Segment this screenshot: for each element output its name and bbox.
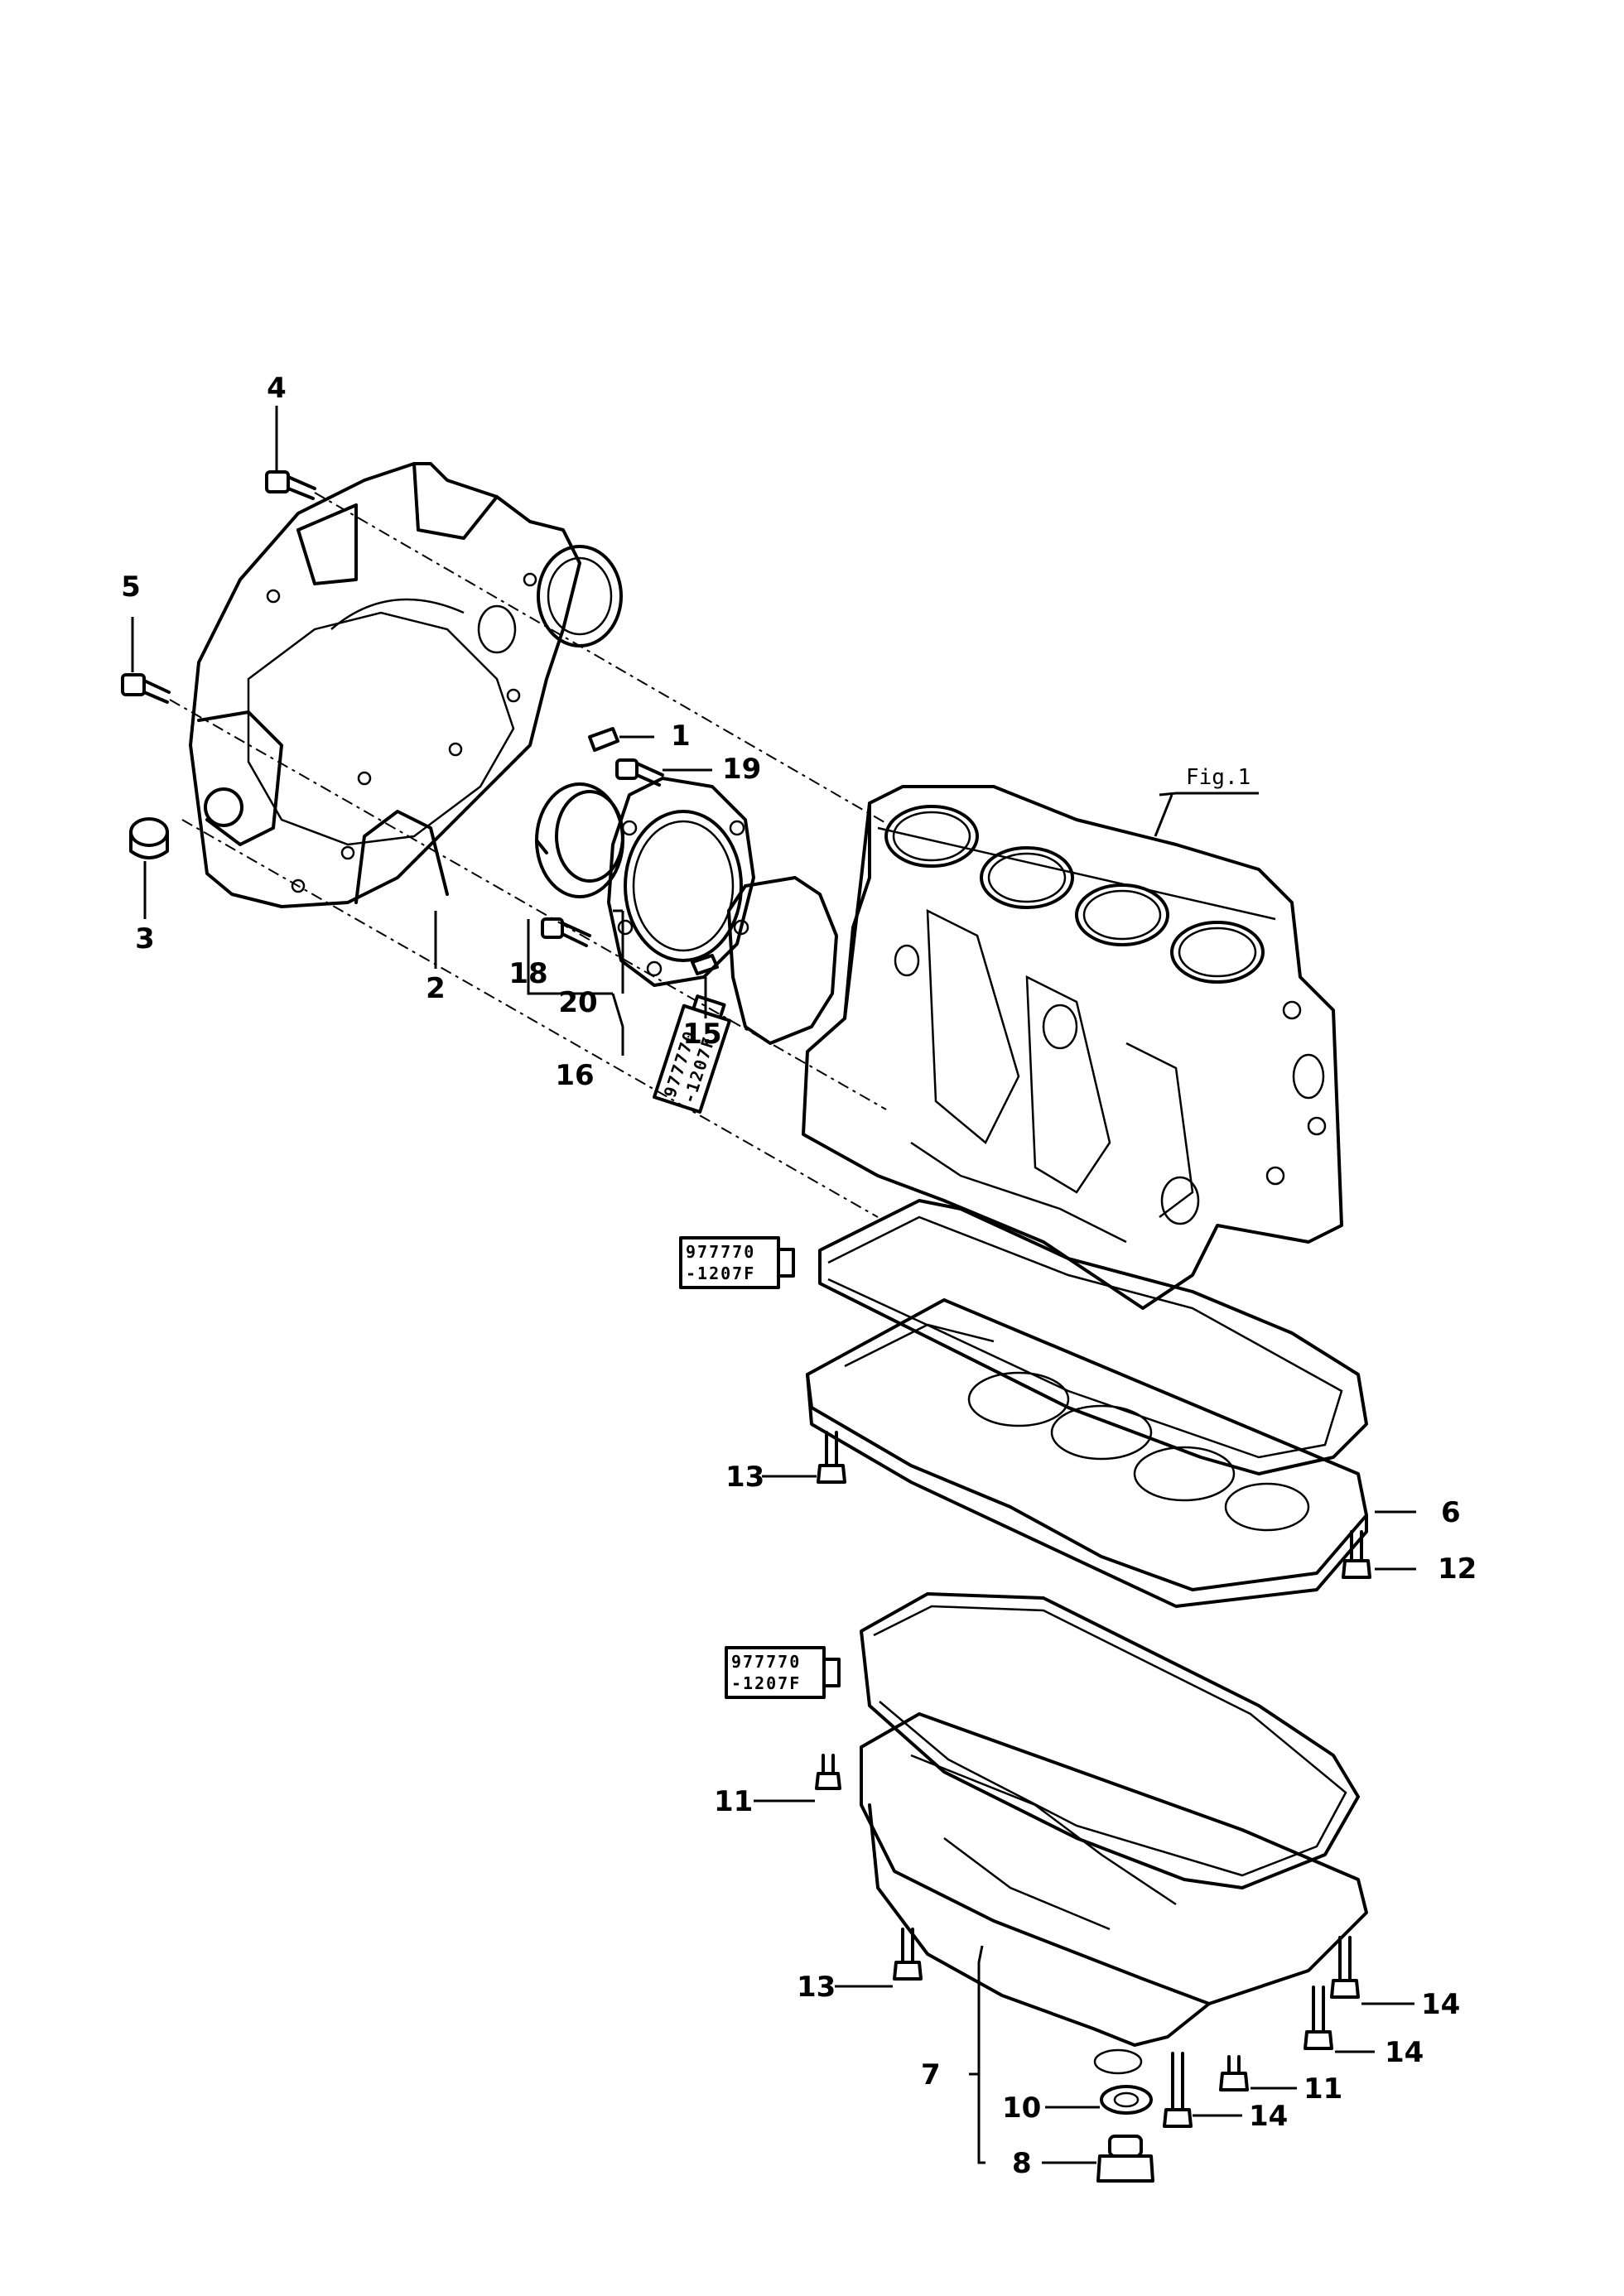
sealant-tube-lower: 977770 -1207F: [725, 1646, 841, 1699]
bolt-11-lower: [1219, 2055, 1249, 2091]
oil-pan-gasket-lower: [860, 1592, 1360, 1889]
bolt-11-upper: [815, 1754, 841, 1790]
alignment-line: [314, 492, 895, 829]
callout-6: 6: [1441, 1496, 1461, 1529]
sealant-code-line2: -1207F: [731, 1673, 801, 1693]
plug-3: [129, 817, 169, 859]
bolt-14b: [1304, 1986, 1333, 2050]
bolt-12: [1342, 1530, 1371, 1579]
callout-14-a: 14: [1421, 1988, 1460, 2021]
oil-pan-gasket-upper: [818, 1199, 1368, 1475]
callout-11-lower: 11: [1304, 2072, 1342, 2106]
bolt-13-lower: [893, 1928, 923, 1981]
washer-10: [1100, 2085, 1153, 2115]
callout-18: 18: [508, 957, 547, 990]
oil-seal-case-16: [607, 777, 755, 987]
callout-10: 10: [1002, 2091, 1041, 2125]
callout-13-lower: 13: [797, 1971, 836, 2004]
dowel-pin-1: [588, 727, 619, 752]
cylinder-block: [802, 785, 1343, 1310]
sealant-code-line1: 977770: [686, 1242, 755, 1262]
dowel-pin-15: [691, 954, 719, 975]
callout-5: 5: [121, 570, 141, 604]
sealant-code-line1: 977770: [731, 1652, 801, 1672]
housing-bolt-5: [121, 673, 171, 704]
callout-12: 12: [1438, 1552, 1477, 1586]
callout-11-upper: 11: [714, 1785, 753, 1818]
callout-15: 15: [682, 1018, 721, 1051]
oil-pan-adapter-6: [806, 1298, 1368, 1608]
callout-16: 16: [555, 1059, 594, 1092]
bolt-14c: [1163, 2052, 1193, 2128]
callout-1: 1: [671, 720, 691, 753]
callout-3: 3: [135, 922, 155, 955]
callout-14-c: 14: [1249, 2100, 1288, 2133]
fig-reference: Fig.1: [1186, 765, 1251, 790]
callout-7: 7: [921, 2058, 941, 2091]
callout-2: 2: [426, 972, 446, 1005]
leader-lines: [131, 406, 1416, 2164]
callout-8: 8: [1012, 2147, 1032, 2180]
housing-bolt-4: [265, 470, 316, 500]
bolt-13-upper: [817, 1431, 846, 1484]
oil-pan-7: [860, 1712, 1368, 2075]
sealant-code-line2: -1207F: [686, 1264, 755, 1283]
oil-seal-18: [535, 782, 624, 898]
flywheel-housing: [189, 462, 623, 908]
seal-case-gasket: [727, 876, 838, 1045]
callout-20: 20: [558, 986, 597, 1019]
bolt-19: [615, 758, 664, 787]
sealant-tube-middle: 977770 -1207F: [679, 1236, 795, 1289]
sealant-tube-diagonal: 977770 -1207F: [653, 994, 732, 1114]
bolt-20: [541, 917, 591, 947]
callout-19: 19: [722, 753, 761, 786]
bolt-14a: [1330, 1936, 1360, 1999]
callout-14-b: 14: [1385, 2036, 1424, 2069]
callout-4: 4: [267, 372, 287, 405]
alignment-line: [181, 819, 879, 1218]
callout-13-upper: 13: [725, 1461, 764, 1494]
drain-plug-8: [1096, 2135, 1154, 2183]
